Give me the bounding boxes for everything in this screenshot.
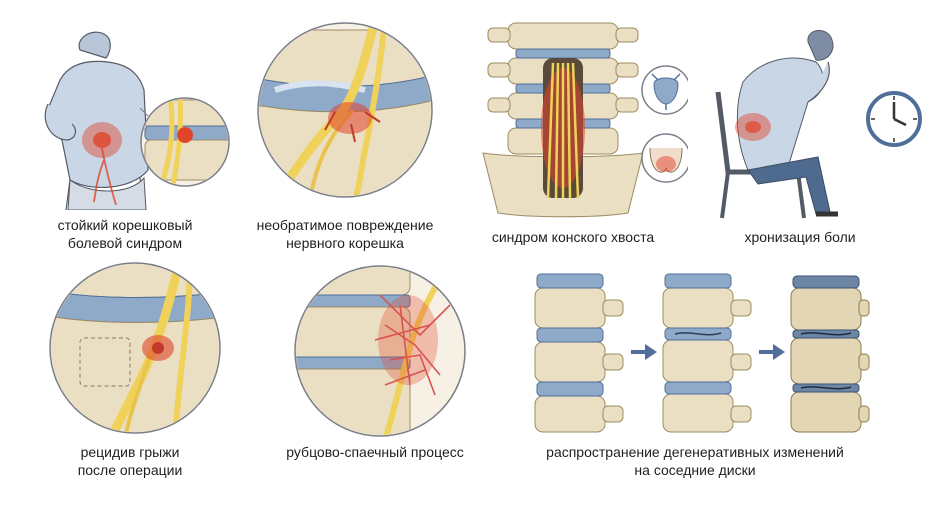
saddle-area-icon [641, 133, 688, 183]
panel-hernia-recurrence [40, 260, 240, 440]
caption-radicular-pain: стойкий корешковый болевой синдром [57, 217, 193, 251]
pain-chronification-illustration [715, 30, 922, 219]
nerve-root-damage-illustration [257, 22, 433, 198]
panel-adhesions [290, 265, 470, 440]
caption-adhesions: рубцово-спаечный процесс [286, 444, 464, 460]
caption-degeneration-spread: распространение дегенеративных изменений… [546, 444, 844, 478]
degeneration-spread-illustration [534, 273, 870, 433]
panel-radicular-pain [20, 20, 230, 210]
panel-pain-chronification [698, 22, 928, 222]
panel-degeneration-spread [525, 270, 870, 435]
arrow-right-icon [759, 344, 785, 360]
caption-cauda-equina: синдром конского хвоста [491, 229, 655, 245]
hernia-recurrence-illustration [49, 262, 221, 434]
bladder-icon [641, 65, 688, 115]
spine-segment-healthy [534, 273, 624, 433]
spine-segment-advanced-degeneration [790, 275, 870, 433]
clock-icon [866, 91, 922, 147]
caption-pain-chronification: хронизация боли [744, 229, 856, 245]
cauda-equina-illustration [482, 22, 688, 218]
spine-segment-early-degeneration [662, 273, 752, 433]
back-pain-illustration [44, 31, 230, 210]
panel-nerve-root-damage [255, 20, 435, 200]
adhesions-illustration [294, 265, 466, 437]
caption-hernia-recurrence: рецидив грыжи после операции [77, 444, 183, 478]
panel-cauda-equina [478, 18, 688, 218]
arrow-right-icon [631, 344, 657, 360]
caption-nerve-root-damage: необратимое повреждение нервного корешка [256, 217, 434, 251]
